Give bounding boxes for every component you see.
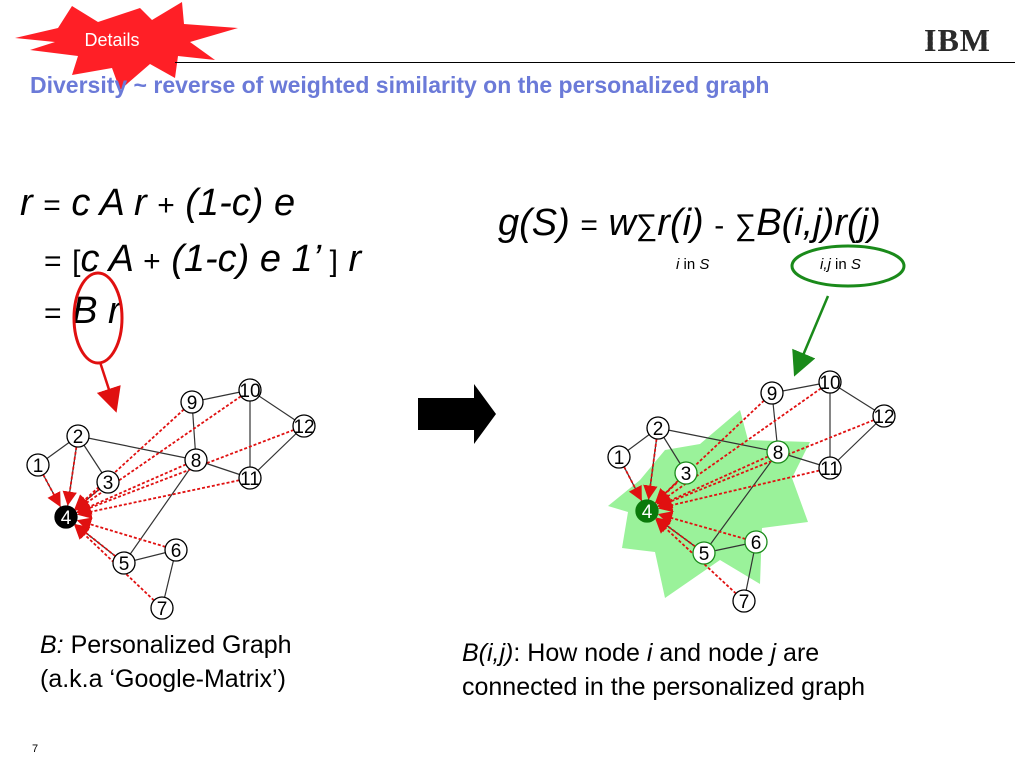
graph-node-4: 4 <box>635 499 659 523</box>
node-label: 4 <box>642 502 653 523</box>
page-number: 7 <box>32 743 39 755</box>
equation-left-line2: = [c A + (1-c) e 1’ ] r <box>44 238 362 280</box>
node-label: 2 <box>73 427 84 448</box>
header-rule <box>175 62 1015 63</box>
node-label: 4 <box>61 508 72 529</box>
ij-highlight-ellipse <box>790 244 906 288</box>
similarity-arrow <box>655 518 737 595</box>
node-label: 10 <box>819 373 840 394</box>
graph-node-11: 11 <box>238 466 262 490</box>
similarity-arrow <box>657 419 875 509</box>
graph-node-3: 3 <box>96 470 120 494</box>
node-label: 6 <box>171 541 182 562</box>
ibm-logo: IBM <box>924 22 991 58</box>
graph-node-8: 8 <box>766 440 790 464</box>
node-label: 3 <box>681 464 692 485</box>
node-label: 7 <box>739 592 750 613</box>
graph-node-9: 9 <box>180 390 204 414</box>
node-label: 3 <box>103 473 114 494</box>
similarity-arrow <box>623 466 642 502</box>
similarity-arrow <box>76 517 166 548</box>
node-label: 5 <box>699 544 710 565</box>
similarity-arrow <box>76 429 295 515</box>
graph-edge <box>77 435 197 461</box>
node-label: 7 <box>157 599 168 620</box>
node-label: 6 <box>751 533 762 554</box>
graph-edge <box>657 427 779 453</box>
node-label: 5 <box>119 554 130 575</box>
graph-node-6: 6 <box>744 530 768 554</box>
b-pointer-arrow <box>96 361 121 413</box>
node-label: 2 <box>653 419 664 440</box>
ij-pointer-arrow <box>792 295 830 377</box>
graph-edge <box>123 459 197 564</box>
graph-node-11: 11 <box>818 456 842 480</box>
graph-node-5: 5 <box>112 551 136 575</box>
similarity-arrow <box>657 469 820 513</box>
node-label: 12 <box>873 407 894 428</box>
b-highlight-ellipse <box>72 271 124 365</box>
left-caption: B: Personalized Graph (a.k.a ‘Google-Mat… <box>40 631 292 693</box>
node-label: 11 <box>240 469 260 490</box>
graph-edge <box>829 415 885 469</box>
equation-right: g(S) = w∑r(i) - ∑B(i,j)r(j) <box>498 202 881 244</box>
equation-left-line1: r = c A r + (1-c) e <box>20 182 296 224</box>
transform-arrow <box>418 384 496 444</box>
similarity-arrow <box>74 524 155 602</box>
node-label: 8 <box>773 443 784 464</box>
graph-node-3: 3 <box>674 461 698 485</box>
graph-node-9: 9 <box>760 381 784 405</box>
graph-node-12: 12 <box>292 414 316 438</box>
graph-node-10: 10 <box>818 370 842 394</box>
similarity-arrow <box>656 517 696 548</box>
graph-node-2: 2 <box>646 416 670 440</box>
graph-node-2: 2 <box>66 424 90 448</box>
graph-node-6: 6 <box>164 538 188 562</box>
graph-node-10: 10 <box>238 378 262 402</box>
right-caption: B(i,j): How node i and node j are connec… <box>462 639 866 701</box>
similarity-arrow <box>42 474 61 508</box>
graph-edge <box>249 425 305 479</box>
node-label: 1 <box>33 456 44 477</box>
graph-edge <box>703 451 779 554</box>
slide-title: Diversity ~ reverse of weighted similari… <box>30 72 770 98</box>
similarity-arrow <box>76 479 240 519</box>
details-burst-badge <box>15 2 238 90</box>
node-label: 12 <box>293 417 314 438</box>
details-badge-label[interactable]: Details <box>84 30 140 50</box>
graph-node-1: 1 <box>26 453 50 477</box>
similarity-arrow <box>74 408 185 510</box>
graph-node-12: 12 <box>872 404 896 428</box>
graph-node-4: 4 <box>54 505 78 529</box>
node-label: 11 <box>820 459 840 480</box>
graph-node-8: 8 <box>184 448 208 472</box>
graph-node-7: 7 <box>150 596 174 620</box>
equation-subscript-ij: i,j in S <box>820 256 861 273</box>
graph-node-1: 1 <box>607 445 631 469</box>
node-label: 10 <box>239 381 260 402</box>
graph-node-7: 7 <box>732 589 756 613</box>
node-label: 9 <box>767 384 778 405</box>
equation-subscript-i: i in S <box>676 256 710 273</box>
node-label: 8 <box>191 451 202 472</box>
node-label: 1 <box>614 448 625 469</box>
graph-node-5: 5 <box>692 541 716 565</box>
node-label: 9 <box>187 393 198 414</box>
